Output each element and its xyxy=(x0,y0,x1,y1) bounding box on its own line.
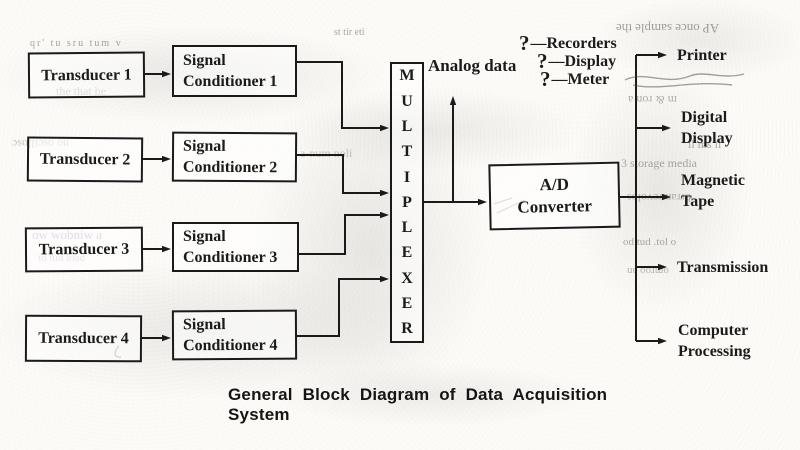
block-transducer-2: Transducer 2 xyxy=(26,136,144,183)
analog-data-label: Analog data xyxy=(428,56,517,75)
block-label: Signal Conditioner 2 xyxy=(182,137,278,177)
output-printer: Printer xyxy=(677,47,727,64)
block-signal-conditioner-3: Signal Conditioner 3 xyxy=(172,222,299,272)
block-label: Transducer 2 xyxy=(39,150,131,169)
block-label: Signal Conditioner 4 xyxy=(182,316,278,355)
block-label: M U L T I P L E X E R xyxy=(399,67,415,338)
output-digital-display: Digital Display xyxy=(681,109,733,147)
block-signal-conditioner-2: Signal Conditioner 2 xyxy=(171,131,298,183)
question-mark: ? xyxy=(519,31,530,55)
question-mark: ? xyxy=(540,67,551,91)
block-label: Signal Conditioner 3 xyxy=(183,228,278,266)
block-label: A/D Converter xyxy=(517,174,593,217)
block-transducer-4: Transducer 4 xyxy=(24,314,143,363)
block-transducer-3: Transducer 3 xyxy=(24,226,144,273)
tap-recorders: ? —Recorders xyxy=(519,31,617,55)
block-label: Transducer 3 xyxy=(38,240,130,259)
block-label: Transducer 1 xyxy=(41,66,132,84)
block-signal-conditioner-4: Signal Conditioner 4 xyxy=(171,309,298,361)
tap-label: —Meter xyxy=(551,71,610,88)
output-transmission: Transmission xyxy=(677,259,769,276)
block-label: Signal Conditioner 1 xyxy=(183,52,278,90)
block-multiplexer: M U L T I P L E X E R xyxy=(390,62,424,343)
diagram-caption: General Block Diagram of Data Acquisitio… xyxy=(228,385,608,424)
signal-wires xyxy=(142,51,671,345)
block-transducer-1: Transducer 1 xyxy=(27,51,146,99)
question-mark: ? xyxy=(537,49,548,73)
tap-display: ? —Display xyxy=(537,49,617,73)
output-magnetic-tape: Magnetic Tape xyxy=(681,172,745,210)
block-label: Transducer 4 xyxy=(38,329,129,348)
tap-label: —Display xyxy=(548,53,617,70)
block-ad-converter: A/D Converter xyxy=(488,161,621,231)
output-computer-processing: Computer Processing xyxy=(678,322,751,360)
tap-meter: ? —Meter xyxy=(540,67,610,91)
block-signal-conditioner-1: Signal Conditioner 1 xyxy=(172,45,297,97)
tap-label: —Recorders xyxy=(530,35,617,52)
